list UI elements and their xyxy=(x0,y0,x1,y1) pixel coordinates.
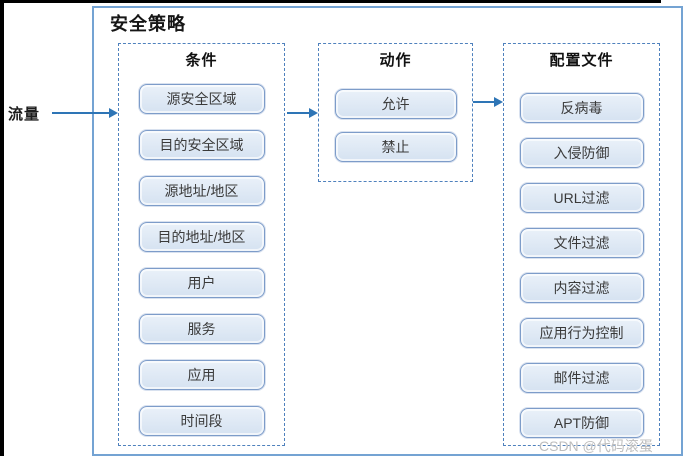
profiles-header: 配置文件 xyxy=(549,52,614,69)
csdn-watermark: CSDN @代码滚蛋 xyxy=(539,438,653,454)
conditions-stack: 源安全区域 目的安全区域 源地址/地区 目的地址/地区 用户 服务 应用 时间段 xyxy=(138,84,265,436)
condition-node-dest-address: 目的地址/地区 xyxy=(138,222,265,252)
arrow-shaft xyxy=(287,112,310,114)
actions-column: 动作 允许 禁止 xyxy=(318,43,473,182)
condition-node-service: 服务 xyxy=(138,314,265,344)
frame-left-bar xyxy=(0,0,4,456)
condition-node-dest-zone: 目的安全区域 xyxy=(138,130,265,160)
profile-node-mail-filtering: 邮件过滤 xyxy=(519,363,644,393)
profile-node-app-behavior-control: 应用行为控制 xyxy=(519,318,644,348)
actions-header: 动作 xyxy=(379,52,412,69)
conditions-header: 条件 xyxy=(185,52,218,69)
action-node-deny: 禁止 xyxy=(334,132,457,162)
conditions-column: 条件 源安全区域 目的安全区域 源地址/地区 目的地址/地区 用户 服务 应用 … xyxy=(118,43,285,446)
page-title: 安全策略 xyxy=(110,14,186,34)
traffic-arrow-icon xyxy=(52,108,118,118)
condition-node-time-range: 时间段 xyxy=(138,406,265,436)
arrow-shaft xyxy=(52,112,110,114)
profile-node-content-filtering: 内容过滤 xyxy=(519,273,644,303)
arrow-shaft xyxy=(458,101,495,103)
profiles-stack: 反病毒 入侵防御 URL过滤 文件过滤 内容过滤 应用行为控制 邮件过滤 APT… xyxy=(519,93,644,438)
condition-node-source-address: 源地址/地区 xyxy=(138,176,265,206)
actions-stack: 允许 禁止 xyxy=(334,89,457,162)
action-to-profile-arrow-icon xyxy=(458,97,503,107)
profiles-column: 配置文件 反病毒 入侵防御 URL过滤 文件过滤 内容过滤 应用行为控制 邮件过… xyxy=(503,43,660,446)
arrow-head-icon xyxy=(494,97,503,107)
action-node-permit: 允许 xyxy=(334,89,457,119)
condition-node-source-zone: 源安全区域 xyxy=(138,84,265,114)
conditions-to-action-arrow-icon xyxy=(287,108,318,118)
profile-node-url-filtering: URL过滤 xyxy=(519,183,644,213)
arrow-head-icon xyxy=(309,108,318,118)
condition-node-application: 应用 xyxy=(138,360,265,390)
frame-top-bar xyxy=(0,0,661,3)
arrow-head-icon xyxy=(109,108,118,118)
traffic-label: 流量 xyxy=(8,106,41,123)
condition-node-user: 用户 xyxy=(138,268,265,298)
profile-node-antivirus: 反病毒 xyxy=(519,93,644,123)
profile-node-file-filtering: 文件过滤 xyxy=(519,228,644,258)
profile-node-apt-defense: APT防御 xyxy=(519,408,644,438)
profile-node-intrusion-prevention: 入侵防御 xyxy=(519,138,644,168)
